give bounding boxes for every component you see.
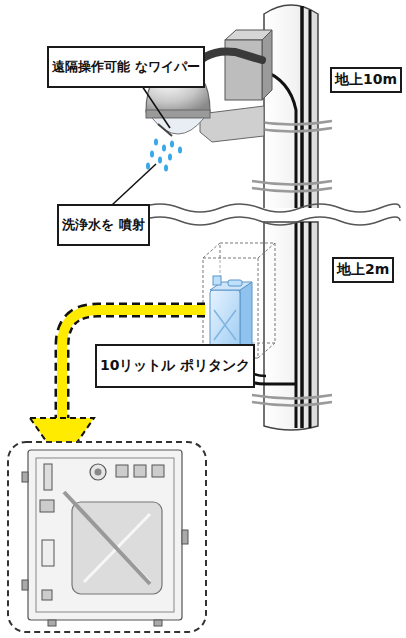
inset-valve bbox=[40, 500, 54, 512]
break-line bbox=[140, 217, 400, 225]
callout-text: 遠隔操作可能 なワイパー bbox=[52, 59, 200, 75]
callout-text: 地上10m bbox=[335, 71, 397, 89]
callout-text: 10リットル ポリタンク bbox=[100, 357, 250, 375]
water-drop bbox=[164, 165, 168, 172]
cabinet-inner bbox=[36, 458, 174, 612]
callout-text: 地上2m bbox=[337, 261, 389, 279]
water-drop bbox=[158, 157, 162, 164]
inset-component bbox=[44, 464, 52, 490]
inset-component bbox=[152, 465, 164, 477]
polytank-rib bbox=[214, 310, 236, 340]
callout-box: 洗浄水を 噴射 bbox=[57, 204, 150, 246]
callout-box: 10リットル ポリタンク bbox=[95, 344, 255, 388]
water-drop bbox=[168, 154, 172, 161]
enclosure-edge bbox=[203, 243, 275, 358]
inset-component bbox=[134, 465, 146, 477]
enclosure-front bbox=[203, 258, 258, 358]
polytank-handle bbox=[228, 280, 242, 286]
wiper-blade bbox=[158, 124, 172, 136]
leader-line bbox=[112, 164, 156, 205]
inset-tube bbox=[64, 492, 150, 584]
inset-latch bbox=[182, 530, 188, 544]
inset-component bbox=[116, 465, 128, 477]
callout-box: 地上2m bbox=[332, 257, 394, 283]
pole-band bbox=[252, 395, 332, 399]
control-box-side bbox=[262, 30, 272, 100]
inset-hinge bbox=[22, 472, 28, 482]
inset-foot bbox=[154, 620, 162, 626]
pole-band bbox=[252, 181, 332, 185]
break-gap bbox=[140, 208, 402, 221]
water-drop bbox=[150, 151, 154, 158]
inset-foot bbox=[48, 620, 56, 626]
callout-box: 地上10m bbox=[330, 67, 402, 93]
water-drop bbox=[178, 147, 182, 154]
inset-component bbox=[42, 590, 52, 600]
break-line bbox=[140, 204, 400, 212]
pole-band bbox=[252, 188, 332, 192]
cabinet bbox=[28, 450, 182, 620]
inset-outlet bbox=[42, 540, 54, 566]
pole-band bbox=[252, 402, 332, 406]
water-drop bbox=[146, 163, 150, 170]
camera-ring bbox=[146, 110, 210, 118]
water-drop bbox=[162, 145, 166, 152]
cable bbox=[300, 6, 304, 212]
polytank-spout bbox=[213, 276, 221, 285]
cable bbox=[309, 10, 312, 212]
water-drop bbox=[154, 139, 158, 146]
inset-frame bbox=[8, 442, 206, 632]
inset-hinge bbox=[22, 580, 28, 590]
cable bbox=[295, 222, 298, 428]
water-drop bbox=[170, 141, 174, 148]
inset-meter-core bbox=[95, 469, 102, 476]
callout-box: 遠隔操作可能 なワイパー bbox=[47, 46, 205, 88]
callout-text: 洗浄水を 噴射 bbox=[62, 217, 145, 233]
inset-meter bbox=[90, 464, 106, 480]
